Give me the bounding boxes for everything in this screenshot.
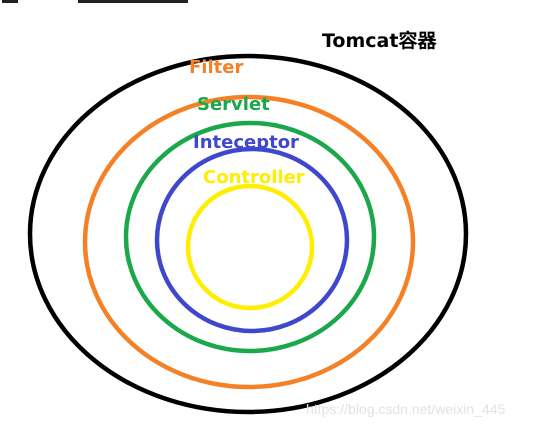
interceptor-ellipse <box>154 146 350 334</box>
servlet-ellipse <box>123 120 377 354</box>
servlet-label: Servlet <box>197 94 270 115</box>
filter-ellipse <box>82 94 416 390</box>
interceptor-label: Inteceptor <box>193 132 299 153</box>
controller-label: Controller <box>203 167 305 188</box>
watermark: https://blog.csdn.net/weixin_445 <box>306 401 505 417</box>
cropped-header-fragment <box>2 0 18 3</box>
cropped-header-fragment <box>78 0 188 3</box>
tomcat-container-ellipse <box>27 53 469 415</box>
controller-ellipse <box>185 183 315 311</box>
filter-label: Filter <box>189 57 243 78</box>
tomcat-label: Tomcat容器 <box>322 29 437 52</box>
